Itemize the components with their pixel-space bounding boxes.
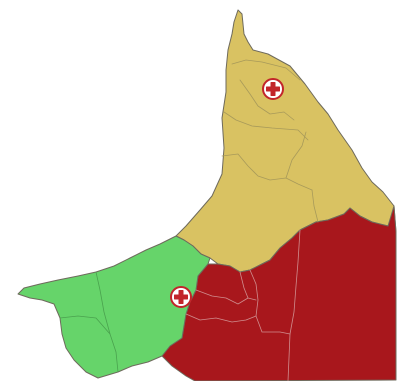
medical-cross-icon — [266, 82, 280, 96]
southwest-district-boundaries — [59, 271, 119, 373]
southeast-district-boundaries — [185, 229, 301, 381]
district-boundary — [223, 111, 309, 141]
north-medical-marker[interactable] — [262, 78, 284, 100]
north-district-boundaries — [221, 59, 319, 223]
southeast-region[interactable] — [161, 205, 397, 381]
district-boundary — [287, 229, 301, 381]
district-boundary — [311, 189, 319, 223]
southwest-medical-marker[interactable] — [170, 286, 192, 308]
medical-cross-icon — [174, 290, 188, 304]
district-boundary — [231, 59, 301, 81]
district-boundary — [59, 315, 111, 335]
district-boundary — [239, 271, 249, 299]
district-boundary — [285, 131, 307, 179]
district-boundary — [221, 153, 313, 191]
district-boundary — [239, 79, 295, 121]
district-boundary — [185, 313, 257, 323]
southwest-region[interactable] — [17, 235, 211, 379]
district-boundary — [195, 289, 257, 305]
district-boundary — [95, 271, 119, 373]
